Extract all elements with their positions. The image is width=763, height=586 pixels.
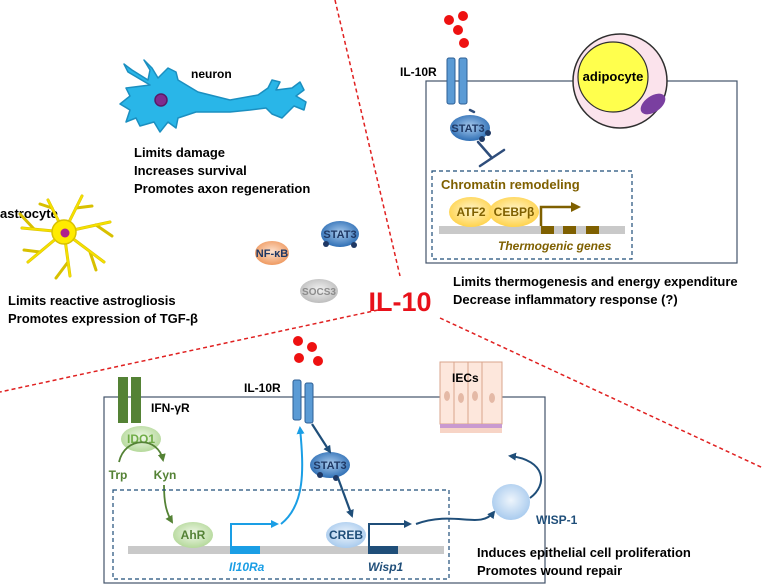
gut-dna — [128, 546, 444, 554]
chromatin-title: Chromatin remodeling — [441, 177, 580, 192]
thermogenic-genes-label: Thermogenic genes — [498, 239, 612, 253]
nfkb-label: NF-κB — [256, 248, 288, 260]
stat3-blob: STAT3 — [321, 221, 359, 248]
ahr-blob: AhR — [173, 522, 213, 548]
astrocyte-effect-1: Limits reactive astrogliosis — [8, 293, 176, 308]
neuron-effect-3: Promotes axon regeneration — [134, 181, 310, 196]
nfkb-blob: NF-κB — [255, 241, 289, 265]
gut-panel: IL-10R IFN-γR IECs IDO1 Trp Kyn AhR — [103, 336, 691, 584]
signaling-molecules: NF-κB STAT3 SOCS3 — [255, 221, 359, 303]
adipose-stat3-label: STAT3 — [451, 123, 484, 135]
center-title: IL-10 — [368, 287, 431, 317]
adipose-gene-blocks — [541, 226, 599, 234]
kyn-label: Kyn — [154, 468, 177, 482]
il10-ligand-top — [444, 11, 469, 48]
wisp1-gene-label: Wisp1 — [368, 560, 404, 574]
socs3-blob: SOCS3 — [300, 279, 338, 303]
creb-label: CREB — [329, 528, 363, 542]
iecs-label: IECs — [452, 371, 479, 385]
neuron-nucleus — [154, 93, 168, 107]
socs3-label: SOCS3 — [302, 287, 336, 298]
wisp1-to-iecs-arrow — [508, 452, 543, 499]
neuron-icon — [119, 59, 307, 133]
gut-cell-boundary — [103, 396, 546, 584]
il10r-receptor-bottom — [292, 379, 314, 424]
wisp1-protein: WISP-1 — [492, 484, 578, 527]
adipose-dna — [439, 226, 625, 234]
neuron-effect-2: Increases survival — [134, 163, 247, 178]
astrocyte-effect-2: Promotes expression of TGF-β — [8, 311, 198, 326]
wisp1-secretion-arrow — [415, 510, 496, 525]
kyn-ahr-arrow — [163, 484, 174, 524]
adipose-effect-1: Limits thermogenesis and energy expendit… — [453, 274, 738, 289]
gut-receptor-label: IL-10R — [244, 381, 281, 395]
wisp1-transcription-arrow — [368, 520, 412, 546]
wisp1-gene-block — [368, 546, 398, 554]
gut-effect-2: Promotes wound repair — [477, 563, 622, 578]
il10r-receptor-top — [446, 57, 468, 105]
neuron-label: neuron — [191, 67, 232, 81]
adipose-tss-arrow — [539, 202, 581, 226]
trp-kyn-arrow — [118, 441, 166, 463]
adipose-stat3: STAT3 — [450, 115, 491, 142]
il10ra-gene-block — [230, 546, 260, 554]
adipose-nucleus-box — [431, 170, 633, 260]
astrocyte-panel: astrocyte Limits reactive astrogliosis P… — [0, 194, 198, 326]
stat3-creb-arrow — [336, 477, 354, 518]
gut-nucleus-box — [112, 489, 450, 580]
il10ra-transcription-arrow — [230, 520, 279, 546]
panel-dividers — [0, 0, 763, 469]
il10-ligand-bottom — [293, 336, 323, 366]
neuron-effect-1: Limits damage — [134, 145, 225, 160]
adipocyte-icon: adipocyte — [572, 33, 668, 129]
atf2-label: ATF2 — [456, 205, 485, 219]
gut-stat3: STAT3 — [310, 452, 350, 481]
receptor-stat3-arrow — [311, 423, 332, 454]
cebpb-label: CEBPβ — [494, 205, 535, 219]
gut-effect-1: Induces epithelial cell proliferation — [477, 545, 691, 560]
cebpb-blob: CEBPβ — [489, 197, 539, 227]
atf2-blob: ATF2 — [449, 197, 493, 227]
adipocyte-label: adipocyte — [583, 69, 644, 84]
il10ra-gene-label: Il10Ra — [229, 560, 265, 574]
il10ra-to-receptor-arrow — [280, 426, 305, 525]
adipose-receptor-label: IL-10R — [400, 65, 437, 79]
astrocyte-label: astrocyte — [0, 206, 58, 221]
neuron-panel: neuron Limits damage Increases survival … — [119, 59, 310, 196]
creb-blob: CREB — [326, 522, 366, 548]
stat3-label: STAT3 — [323, 229, 356, 241]
divider-top — [334, 0, 401, 277]
adipose-effect-2: Decrease inflammatory response (?) — [453, 292, 678, 307]
inhibition-symbol — [468, 108, 506, 168]
gut-stat3-label: STAT3 — [313, 460, 346, 472]
divider-left — [0, 309, 379, 393]
iecs-icon: IECs — [439, 361, 503, 433]
ahr-label: AhR — [181, 528, 206, 542]
trp-label: Trp — [109, 468, 128, 482]
wisp1-protein-label: WISP-1 — [536, 513, 578, 527]
divider-right — [439, 317, 763, 469]
ifn-receptor-label: IFN-γR — [151, 401, 190, 415]
astrocyte-nucleus — [60, 228, 70, 238]
adipose-panel: IL-10R STAT3 adipocyte Chromatin remodel… — [400, 11, 738, 307]
ifn-gamma-receptor — [118, 377, 141, 423]
